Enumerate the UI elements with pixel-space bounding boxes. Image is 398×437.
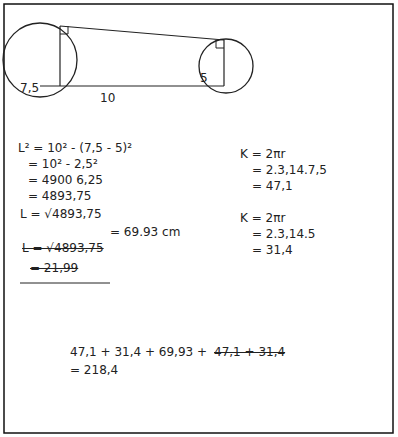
right-angle [60,26,68,34]
handwritten-note: = 4893,75 [28,190,92,203]
handwritten-note: 7,5 [20,82,39,95]
handwritten-note: = 69.93 cm [110,226,180,239]
center-line [40,85,224,86]
handwritten-note: = 4900 6,25 [28,174,103,187]
handwritten-note: L = √4893,75 [20,208,102,221]
handwritten-note: = 218,4 [70,364,118,377]
handwritten-note: 47,1 + 31,4 + 69,93 + [70,346,207,359]
underline [20,283,110,284]
handwritten-note: = 10² - 2,5² [28,158,98,171]
radius-line [59,26,60,86]
handwritten-note: = 2.3,14.7,5 [252,164,327,177]
handwritten-note: L = √4893,75 [22,242,104,255]
handwritten-note: 10 [100,92,115,105]
handwritten-note: = 2.3,14.5 [252,228,316,241]
radius-line [223,40,224,86]
handwritten-note: K = 2πr [240,148,285,161]
frame [4,4,393,433]
handwritten-note: = 31,4 [252,244,293,257]
handwritten-note: 5 [200,72,208,85]
handwritten-note: = 21,99 [30,262,78,275]
handwritten-note: K = 2πr [240,212,285,225]
right-angle [216,40,224,48]
small-circle [199,39,253,93]
handwritten-note: L² = 10² - (7,5 - 5)² [18,142,132,155]
handwritten-note: = 47,1 [252,180,293,193]
handwritten-note: 47,1 + 31,4 [214,346,285,359]
tangent-line [60,26,224,40]
